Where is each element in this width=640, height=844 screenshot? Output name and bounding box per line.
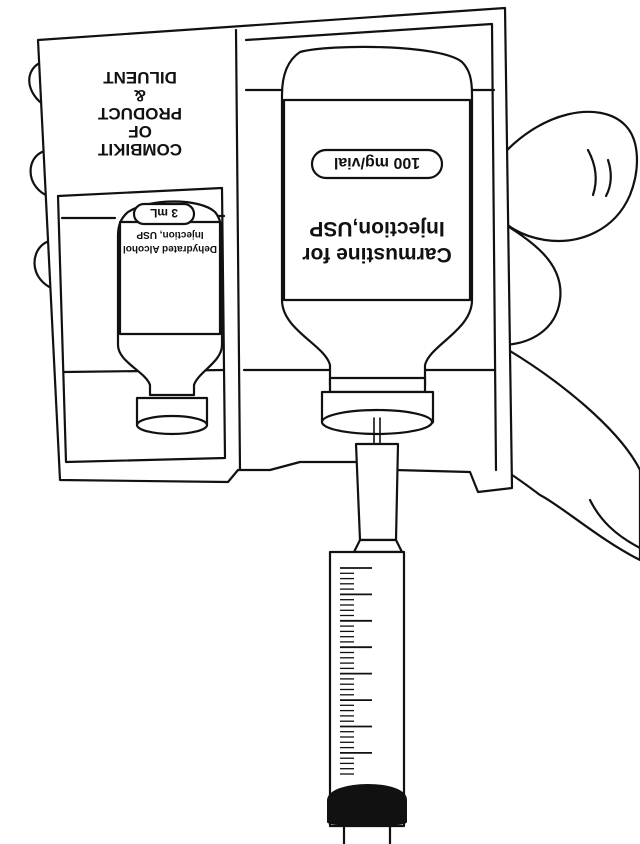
diluent-vial-volume: 3 mL xyxy=(150,206,178,220)
kit-label-line1: COMBIKIT xyxy=(97,140,182,159)
kit-label-line4: & xyxy=(134,86,146,105)
kit-label: COMBIKIT OF PRODUCT & DILUENT xyxy=(97,68,182,159)
syringe-hub xyxy=(354,442,400,542)
diluent-vial-text: Dehydrated Alcohol Injection, USP 3 mL xyxy=(123,202,217,254)
diluent-vial-label-panel xyxy=(118,220,222,336)
product-vial-label-panel xyxy=(282,98,472,302)
hand-palm xyxy=(498,343,640,562)
tray-divider xyxy=(234,28,242,472)
diluent-vial: Dehydrated Alcohol Injection, USP 3 mL xyxy=(116,200,224,436)
product-vial-strength: 100 mg/vial xyxy=(334,154,420,171)
product-vial-text: Carmustine for Injection,USP 100 mg/vial xyxy=(302,148,452,266)
hand-finger-front xyxy=(496,218,562,347)
hand-thumb xyxy=(496,110,639,242)
syringe-needle xyxy=(373,417,381,445)
kit-label-line3: PRODUCT xyxy=(97,104,182,123)
product-vial-name-line2: Injection,USP xyxy=(309,217,444,240)
kit-label-line2: OF xyxy=(128,122,152,141)
product-vial-neck xyxy=(328,376,427,394)
diluent-vial-stopper xyxy=(135,414,209,436)
product-vial: Carmustine for Injection,USP 100 mg/vial xyxy=(280,45,474,436)
tray-right-frame xyxy=(244,22,498,472)
kit-label-line5: DILUENT xyxy=(103,68,177,87)
diluent-vial-volume-oval xyxy=(132,202,196,226)
hand-thumbnail-inner xyxy=(604,158,612,198)
hand-thumbnail xyxy=(586,148,597,197)
hand-wrist-line xyxy=(588,498,640,550)
product-vial-name-line1: Carmustine for xyxy=(302,243,451,266)
syringe-plunger-stopper xyxy=(327,784,407,826)
tray-left-well xyxy=(56,186,227,464)
syringe-graduations xyxy=(340,567,372,775)
syringe-shoulder xyxy=(352,538,404,554)
syringe xyxy=(327,417,407,844)
product-vial-stopper xyxy=(320,408,434,436)
diluent-vial-name-line1: Dehydrated Alcohol xyxy=(123,243,217,254)
diluent-vial-name-line2: Injection, USP xyxy=(136,229,204,240)
product-vial-strength-oval xyxy=(310,148,444,180)
